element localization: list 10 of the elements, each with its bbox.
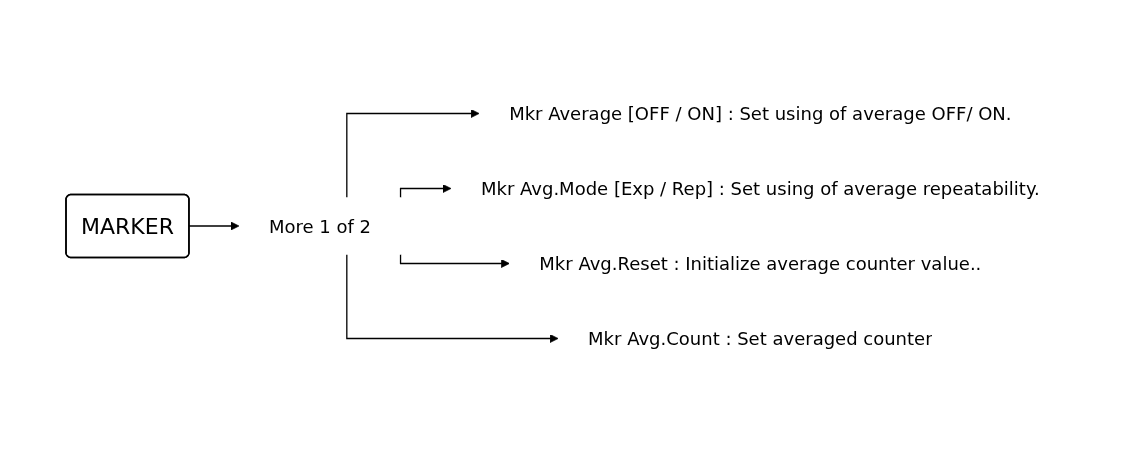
node-text: Mkr Avg.Mode [Exp / Rep] : Set using of average repeatability. bbox=[480, 178, 1040, 199]
arrow bbox=[345, 253, 559, 343]
arrow bbox=[399, 184, 452, 199]
node-text: Mkr Avg.Count : Set averaged counter bbox=[587, 328, 933, 349]
arrow bbox=[345, 109, 480, 199]
node-text: More 1 of 2 bbox=[268, 215, 371, 237]
arrow bbox=[399, 253, 510, 268]
node-text: Mkr Avg.Reset : Initialize average counter value.. bbox=[539, 253, 981, 274]
arrow bbox=[188, 221, 239, 231]
node-text: Mkr Average [OFF / ON] : Set using of average OFF/ ON. bbox=[508, 103, 1012, 124]
